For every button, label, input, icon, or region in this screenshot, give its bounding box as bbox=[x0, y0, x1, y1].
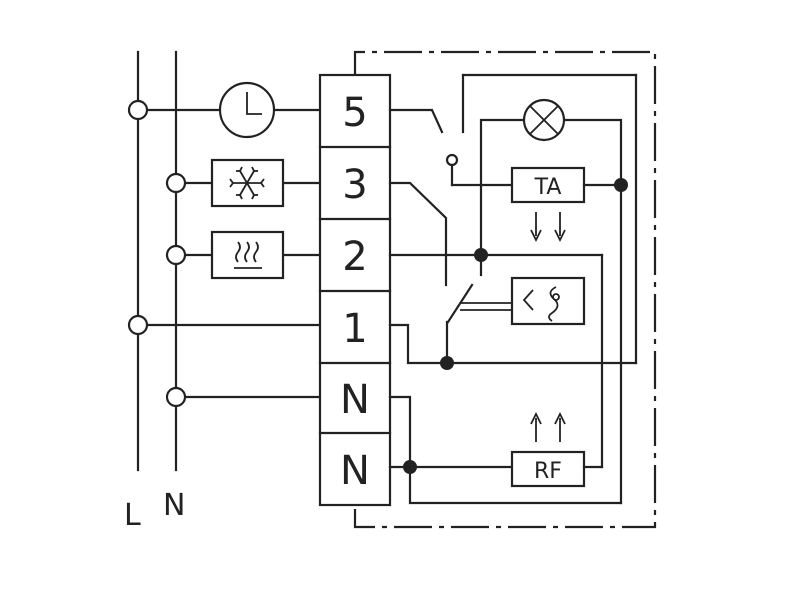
heater-icon bbox=[210, 230, 285, 280]
terminal-label: 2 bbox=[342, 234, 367, 280]
terminal-block: 5 3 2 1 N N bbox=[318, 73, 392, 507]
junction-dot-terminal-2 bbox=[474, 248, 488, 262]
lamp-icon bbox=[522, 98, 566, 142]
terminal-3-internal-wire bbox=[388, 181, 448, 287]
neutral-rail-label: N bbox=[163, 488, 185, 523]
terminal-label: 1 bbox=[342, 306, 367, 352]
snowflake-icon bbox=[210, 158, 285, 208]
lamp-left-wire bbox=[479, 118, 524, 257]
housing-outline bbox=[353, 50, 657, 529]
terminal-1-internal-wire bbox=[388, 323, 449, 365]
junction-dot-ta bbox=[614, 178, 628, 192]
live-node-terminal-1 bbox=[127, 314, 149, 336]
neutral-node-cooling bbox=[165, 172, 187, 194]
clock-icon bbox=[218, 81, 276, 139]
terminal-label: 3 bbox=[342, 162, 367, 208]
terminal-label: N bbox=[340, 448, 370, 494]
terminal-n-internal-wire bbox=[388, 395, 623, 505]
live-node-clock bbox=[127, 99, 149, 121]
terminal-label: 5 bbox=[342, 90, 367, 136]
ta-heat-arrows-down bbox=[530, 212, 566, 243]
live-rail-label: L bbox=[124, 498, 141, 533]
junction-dot-terminal-1 bbox=[440, 356, 454, 370]
lamp-right-wire bbox=[564, 118, 623, 505]
terminal-5-internal-wire bbox=[388, 108, 444, 134]
ta-component: TA bbox=[510, 166, 586, 204]
terminal-label: N bbox=[340, 377, 370, 423]
junction-dot-terminal-n bbox=[403, 460, 417, 474]
temperature-sensor-icon bbox=[510, 276, 586, 326]
rf-label: RF bbox=[534, 459, 562, 484]
contact-terminal bbox=[445, 153, 459, 167]
neutral-node-terminal-n bbox=[165, 386, 187, 408]
rf-component: RF bbox=[510, 450, 586, 488]
ta-label: TA bbox=[534, 175, 562, 200]
rf-arrows-up bbox=[530, 411, 566, 442]
neutral-node-heating bbox=[165, 244, 187, 266]
